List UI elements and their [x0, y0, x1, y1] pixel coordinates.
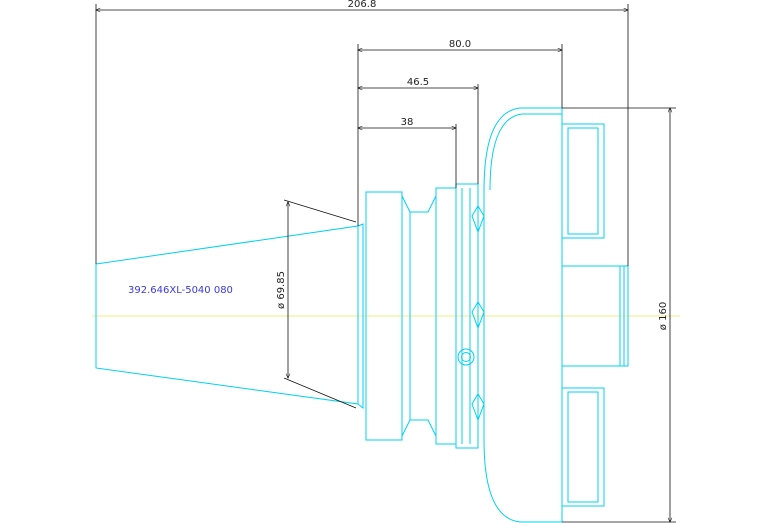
center-spigot — [561, 265, 629, 367]
part-number-label: 392.646XL-5040 080 — [128, 285, 233, 296]
head-body — [483, 107, 563, 523]
clamp-bottom-inner — [567, 391, 599, 503]
clamp-bottom — [561, 387, 605, 507]
taper-collar — [357, 223, 364, 410]
dim-text-46: 46.5 — [407, 77, 429, 88]
head-fillet — [489, 113, 562, 191]
v-groove-lines — [410, 195, 437, 437]
v-groove-left — [401, 195, 411, 437]
leader-taper-bottom — [283, 377, 357, 409]
dim-text-taper-diameter: ø 69.85 — [276, 271, 287, 309]
taper-shank — [95, 225, 359, 405]
flange-ring — [455, 183, 479, 449]
dim-text-flange-diameter: ø 160 — [658, 302, 669, 330]
dim-text-80: 80.0 — [449, 39, 471, 50]
dim-text-38: 38 — [401, 117, 414, 128]
clamp-top-inner — [567, 127, 599, 235]
screw-inner — [461, 352, 471, 362]
clamp-top — [561, 123, 605, 239]
dim-text-overall: 206.8 — [348, 0, 377, 10]
leader-taper-top — [283, 199, 357, 223]
screw-outer — [457, 348, 475, 366]
flange-collar — [365, 191, 403, 441]
